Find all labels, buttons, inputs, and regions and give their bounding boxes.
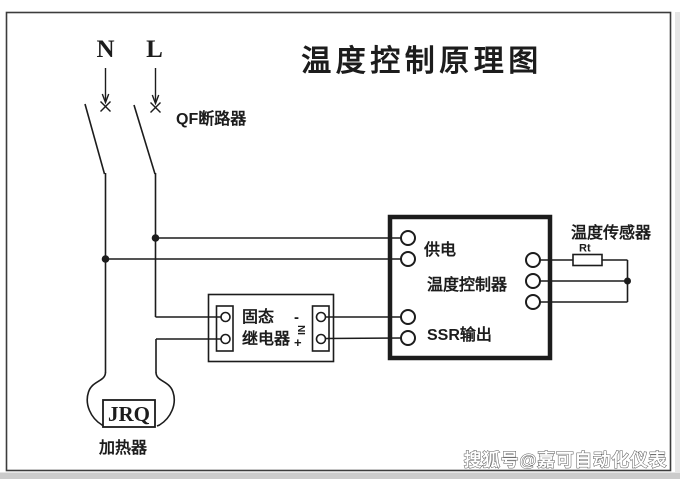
ssr-terminal-load-1 — [220, 311, 231, 323]
ssr-terminal-load-2 — [220, 333, 231, 345]
heater-code: JRQ — [108, 402, 150, 426]
controller-terminals — [400, 230, 541, 346]
ssr-name-line2: 继电器 — [242, 329, 291, 348]
controller-terminal-sensor-1 — [525, 252, 541, 268]
breaker-blade-l — [133, 104, 156, 175]
right-gray-strip — [675, 12, 680, 473]
breaker-contact-l-icon — [150, 102, 161, 113]
ssr-terminals — [220, 311, 327, 345]
diagram-frame — [5, 11, 672, 472]
ssr-plus-mark: + — [294, 335, 302, 350]
ssr-box — [207, 293, 335, 363]
controller-name: 温度控制器 — [426, 275, 508, 294]
live-label: L — [146, 36, 163, 63]
heater-label: 加热器 — [98, 438, 148, 457]
breaker-label: QF断路器 — [176, 109, 247, 128]
neutral-label: N — [96, 36, 114, 63]
controller-terminal-supply-1 — [400, 230, 416, 246]
heater-symbol: JRQ — [86, 371, 175, 428]
wiring — [104, 173, 629, 373]
controller-terminal-ssr-2 — [400, 330, 416, 346]
wire-ssr-ctl-2 — [325, 337, 403, 340]
controller-box — [387, 214, 553, 361]
controller-terminal-supply-2 — [400, 251, 416, 267]
sensor-resistor — [572, 253, 603, 267]
ssr-terminal-in-minus — [315, 311, 327, 323]
junction-dot-n — [101, 255, 110, 263]
ssr-terminal-in-plus — [315, 333, 327, 345]
heater-code-box — [102, 399, 156, 428]
watermark-text: 搜狐号@嘉可自动化仪表 — [464, 450, 667, 470]
sensor-label: 温度传感器 — [570, 223, 652, 242]
sensor-element-label: Rt — [579, 243, 591, 255]
breaker-blade-n — [84, 103, 106, 175]
breaker-contact-n-icon — [100, 101, 111, 112]
controller-terminal-sensor-3 — [525, 294, 541, 310]
controller-power-label: 供电 — [423, 240, 456, 259]
junction-dot-sensor — [624, 277, 631, 285]
ssr-minus-mark: - — [294, 309, 299, 326]
controller-terminal-sensor-2 — [525, 273, 541, 289]
junction-dot-l — [151, 234, 160, 242]
controller-terminal-ssr-1 — [400, 309, 416, 325]
supply-arrow-l — [151, 68, 160, 106]
ssr-in-mark: IN — [297, 325, 308, 335]
supply-arrow-n — [101, 68, 110, 105]
ssr-name-line1: 固态 — [242, 307, 274, 326]
controller-ssr-output-label: SSR输出 — [427, 325, 492, 344]
bottom-gray-strip — [0, 472, 680, 479]
diagram-title: 温度控制原理图 — [301, 45, 543, 78]
